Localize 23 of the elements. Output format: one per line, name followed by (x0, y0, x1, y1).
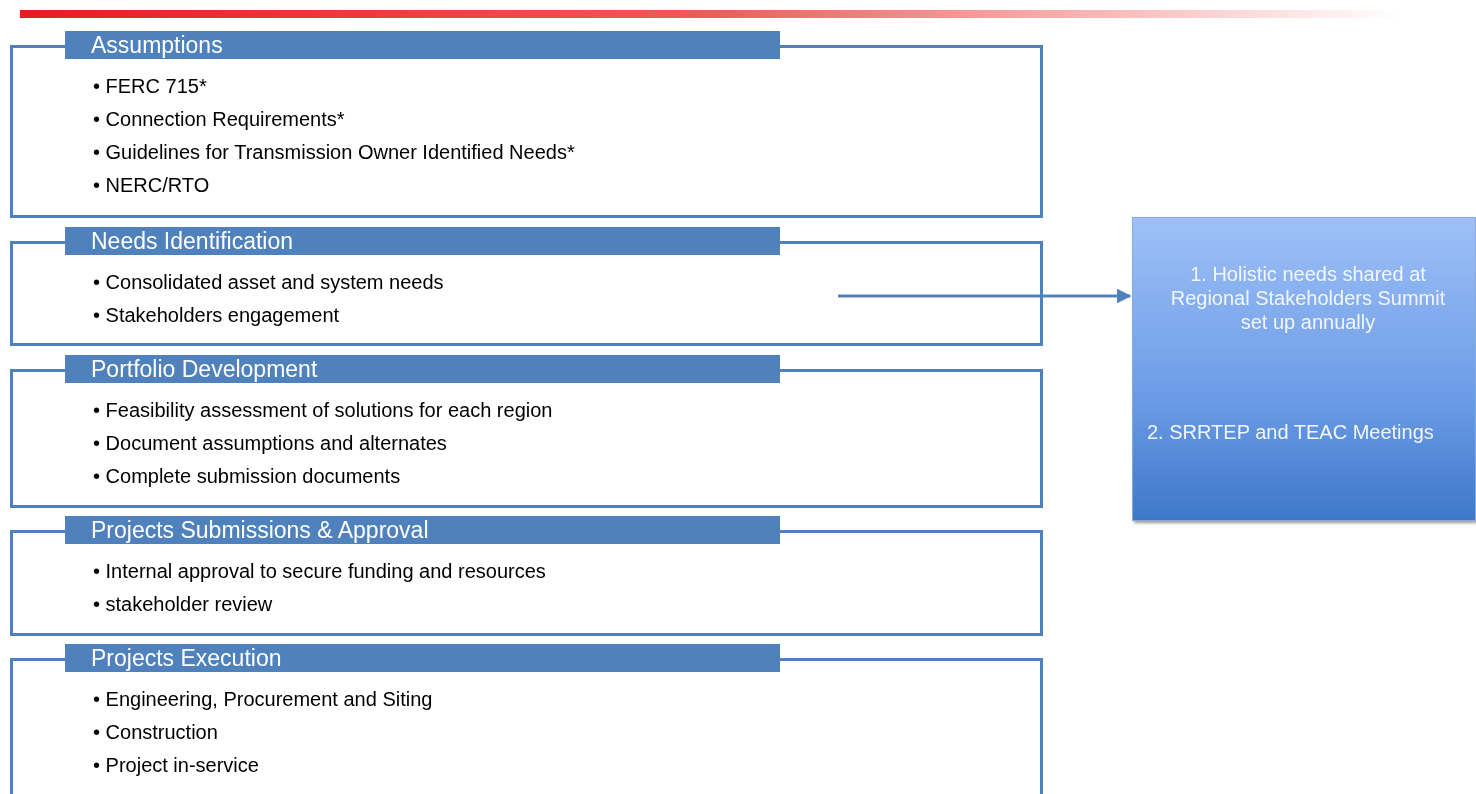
section-heading: Assumptions (65, 31, 780, 59)
section-heading: Projects Submissions & Approval (65, 516, 780, 544)
bullet-item: • FERC 715* (93, 74, 207, 99)
bullet-item: • stakeholder review (93, 592, 273, 617)
section-heading: Needs Identification (65, 227, 780, 255)
bullet-item: • Engineering, Procurement and Siting (93, 687, 433, 712)
bullet-item: • Internal approval to secure funding and resources (93, 559, 546, 584)
note-text: 2. SRRTEP and TEAC Meetings (1147, 420, 1435, 444)
bullet-item: • Complete submission documents (93, 464, 401, 489)
section-heading: Projects Execution (65, 644, 780, 672)
bullet-item: • NERC/RTO (93, 173, 210, 198)
bullet-item: • Consolidated asset and system needs (93, 270, 444, 295)
bullet-item: • Project in-service (93, 753, 259, 778)
callout-panel (1132, 217, 1476, 521)
bullet-item: • Guidelines for Transmission Owner Identified Needs* (93, 140, 575, 165)
bullet-item: • Document assumptions and alternates (93, 431, 447, 456)
bullet-item: • Feasibility assessment of solutions for each region (93, 398, 553, 423)
bullet-item: • Stakeholders engagement (93, 303, 340, 328)
bullet-item: • Connection Requirements* (93, 107, 345, 132)
bullet-item: • Construction (93, 720, 218, 745)
note-text: 1. Holistic needs shared at Regional Stakeholders Summit set up annually (1169, 262, 1447, 334)
section-heading: Portfolio Development (65, 355, 780, 383)
arrow (838, 288, 1132, 304)
